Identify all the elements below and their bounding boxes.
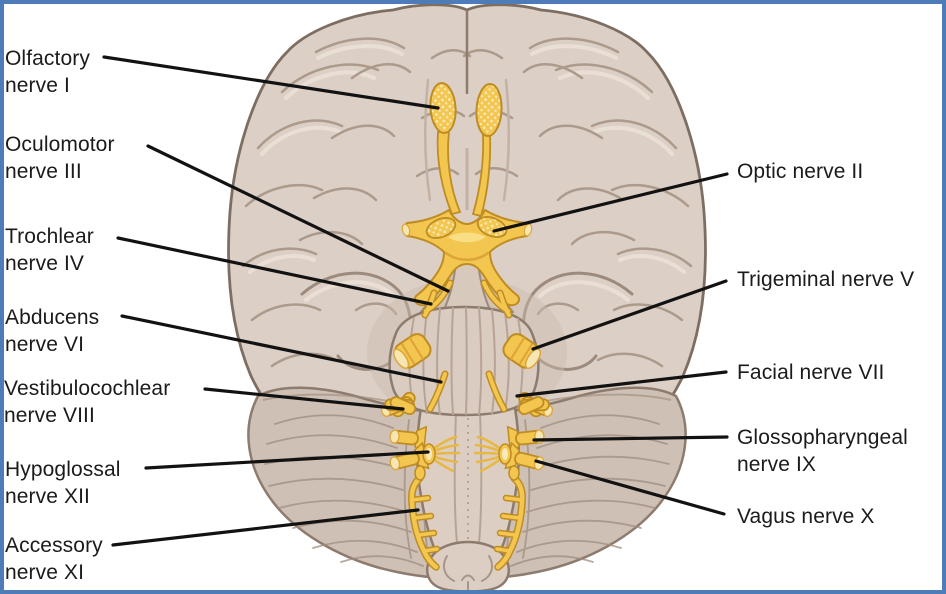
leader-line-optic [492,172,729,233]
leader-line-glossopharyngeal [532,435,729,442]
label-optic-nerve-II: Optic nerve II [737,160,864,183]
olfactory-nerves [429,82,503,218]
leader-line-abducens [120,314,443,384]
leader-line-vestibulocochlear [203,387,405,411]
leader-line-hypoglossal [144,450,430,470]
leader-line-trochlear [116,236,433,306]
label-vagus-nerve-X: Vagus nerve X [737,505,875,528]
olfactory-bulb-left [429,82,457,134]
label-oculomotor-nerve-III: Oculomotor nerve III [5,133,115,183]
leader-line-accessory [111,508,420,547]
leader-line-facial [515,370,728,398]
leader-lines [102,55,729,547]
olfactory-bulb-right [475,83,503,137]
label-trochlear-nerve-IV: Trochlear nerve IV [5,225,94,275]
leader-line-vagus [534,459,726,516]
optic-chiasm [401,208,533,307]
leader-line-trigeminal [531,279,728,351]
label-vestibulocochlear-nerve-VIII: Vestibulocochlear nerve VIII [4,377,171,427]
label-olfactory-nerve-I: Olfactory nerve I [5,47,90,97]
label-trigeminal-nerve-V: Trigeminal nerve V [737,268,915,291]
label-hypoglossal-nerve-XII: Hypoglossal nerve XII [5,458,121,508]
leader-line-oculomotor [146,144,450,293]
label-glossopharyngeal-nerve-IX: Glossopharyngeal nerve IX [737,426,908,476]
leader-line-olfactory [102,55,440,110]
optic-nerve-stub-right [476,216,508,238]
label-abducens-nerve-VI: Abducens nerve VI [5,306,100,356]
label-facial-nerve-VII: Facial nerve VII [737,361,885,384]
label-accessory-nerve-XI: Accessory nerve XI [5,534,103,584]
spinal-cord-tip [426,540,510,593]
optic-nerve-stub-left [425,217,457,239]
